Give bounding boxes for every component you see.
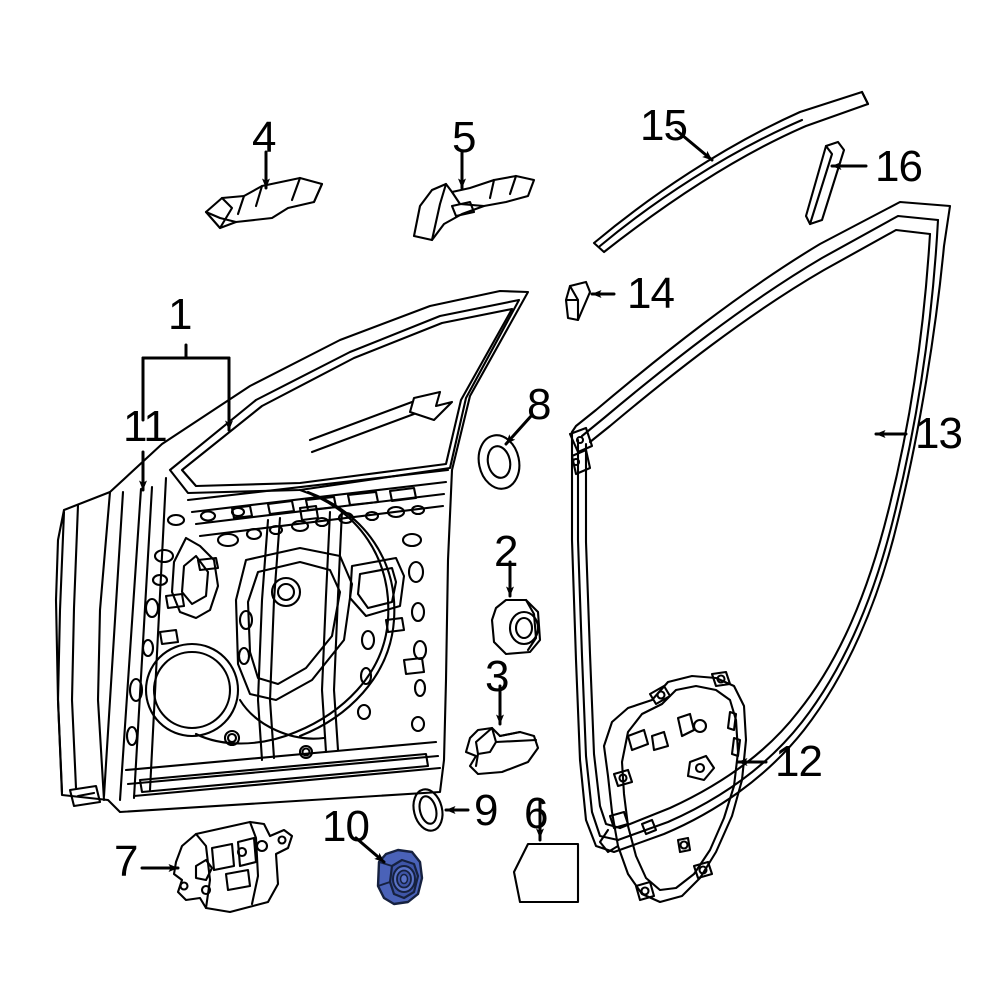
callout-15: 15 — [640, 101, 688, 150]
callout-4: 4 — [252, 113, 277, 162]
callout-16: 16 — [875, 142, 923, 191]
part-3-lock-striker-clip — [464, 726, 540, 776]
callout-7: 7 — [114, 837, 139, 886]
part-15-belt-molding — [592, 90, 870, 254]
callout-14: 14 — [627, 269, 675, 318]
part-6-panel-patch-seal — [512, 842, 580, 904]
callout-13: 13 — [915, 409, 963, 458]
part-9-oval-grommet-small — [412, 788, 444, 832]
callout-12: 12 — [775, 737, 823, 786]
leader-1-11 — [139, 343, 233, 492]
callout-5: 5 — [452, 113, 477, 162]
callout-10: 10 — [322, 802, 370, 851]
leader-10 — [354, 836, 386, 864]
part-12-service-hole-cover — [598, 670, 748, 904]
callout-8: 8 — [527, 380, 552, 429]
part-2-door-check-bushing — [490, 598, 542, 656]
callout-11: 11 — [123, 402, 168, 451]
part-7-door-latch — [172, 820, 294, 914]
part-16-pillar-trim — [804, 140, 846, 226]
callout-9: 9 — [474, 786, 499, 835]
part-4-reinforcement-bracket — [204, 176, 324, 230]
callout-1: 1 — [168, 290, 193, 339]
part-10-wiring-grommet — [376, 848, 424, 906]
callout-2: 2 — [494, 527, 519, 576]
callout-6: 6 — [524, 789, 549, 838]
door-shell-assembly — [54, 289, 530, 814]
leader-15 — [674, 128, 714, 162]
part-5-hinge-reinforcement — [412, 174, 536, 242]
leader-8 — [504, 413, 534, 446]
part-8-oval-grommet-large — [477, 434, 521, 490]
callout-3: 3 — [485, 652, 510, 701]
part-14-weatherstrip-end-cap — [564, 280, 592, 322]
